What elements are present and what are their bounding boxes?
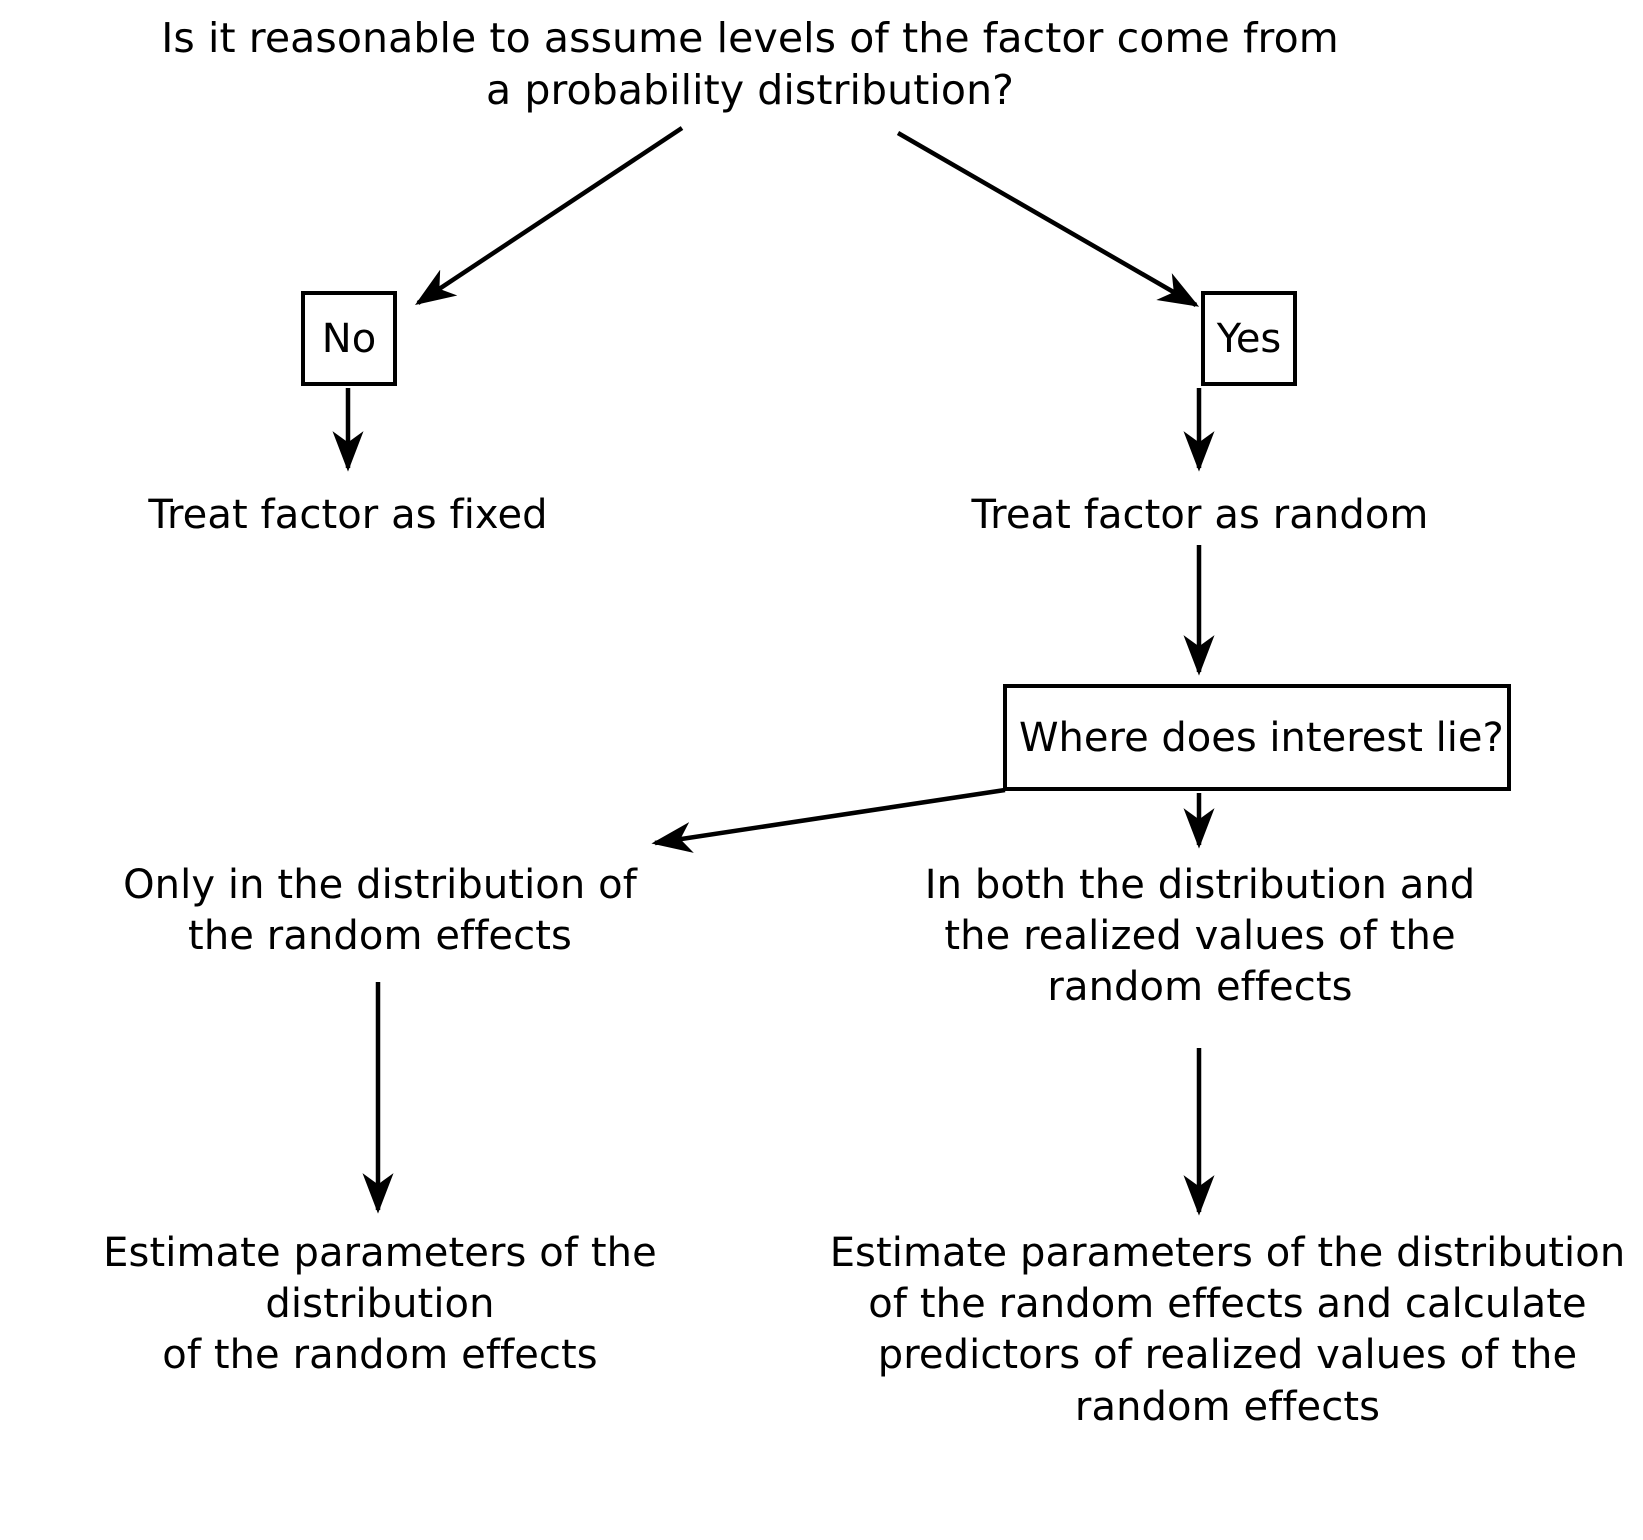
branch-label-only-in-distribution: Only in the distribution of the random e… (123, 862, 637, 960)
edge-question-to-yes (896, 131, 1200, 307)
edge-interest-to-only-distribution (651, 787, 1006, 853)
decision-box-yes[interactable]: Yes (1201, 291, 1297, 386)
decision-box-interest-label: Where does interest lie? (1019, 714, 1504, 761)
branch-label-treat-factor-as-random: Treat factor as random (971, 492, 1429, 538)
outcome-label-estimate-parameters-left: Estimate parameters of the distribution … (103, 1230, 657, 1379)
decision-box-where-does-interest-lie[interactable]: Where does interest lie? (1003, 684, 1511, 791)
decision-box-yes-label: Yes (1216, 315, 1282, 362)
decision-box-no[interactable]: No (301, 291, 397, 386)
branch-label-treat-factor-as-fixed: Treat factor as fixed (148, 492, 548, 538)
outcome-label-estimate-parameters-right: Estimate parameters of the distribution … (829, 1230, 1626, 1430)
decision-box-no-label: No (321, 315, 377, 362)
root-question-text: Is it reasonable to assume levels of the… (161, 14, 1339, 115)
branch-label-both-distribution-and-realized: In both the distribution and the realize… (924, 862, 1476, 1011)
edge-question-to-no (414, 126, 684, 305)
